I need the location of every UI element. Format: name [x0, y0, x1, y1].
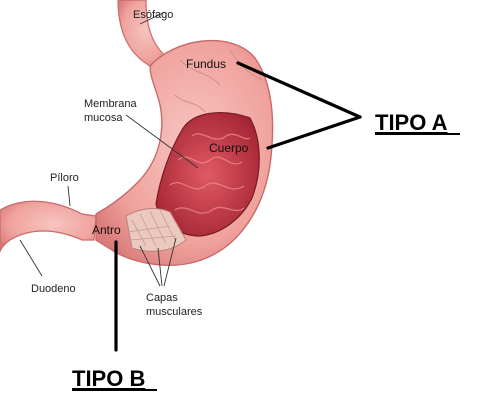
pointer-duodeno [19, 239, 43, 277]
pointer-membrana [125, 114, 199, 169]
mucosa-folds [169, 133, 251, 214]
vessel-lines [174, 49, 263, 113]
pointer-piloro [67, 185, 71, 207]
label-membrana-1: Membrana [84, 98, 137, 110]
pointer-capas-1 [139, 245, 161, 287]
label-esofago: Esófago [133, 9, 173, 21]
label-capas-2: musculares [146, 306, 203, 318]
tipo-a-line-fundus [236, 61, 362, 119]
duodenum [0, 200, 97, 253]
muscle-layers [125, 208, 187, 252]
tipo-a-line-cuerpo [266, 115, 362, 150]
annotation-lines [114, 61, 362, 352]
label-antro: Antro [92, 223, 121, 237]
label-pointers [19, 11, 199, 287]
pointer-capas-3 [163, 237, 177, 287]
annotation-tipo-a: TIPO A [375, 110, 448, 135]
pointer-capas-2 [157, 247, 163, 287]
label-duodeno: Duodeno [31, 283, 76, 295]
mucosa-opening [155, 112, 260, 237]
label-fundus: Fundus [186, 57, 226, 71]
label-piloro: Píloro [50, 172, 79, 184]
label-capas-1: Capas [146, 292, 178, 304]
muscle-striations [127, 209, 177, 247]
pointer-esofago [139, 11, 166, 25]
label-membrana-2: mucosa [84, 112, 123, 124]
label-cuerpo: Cuerpo [209, 141, 249, 155]
annotation-tipo-b: TIPO B [72, 366, 145, 391]
